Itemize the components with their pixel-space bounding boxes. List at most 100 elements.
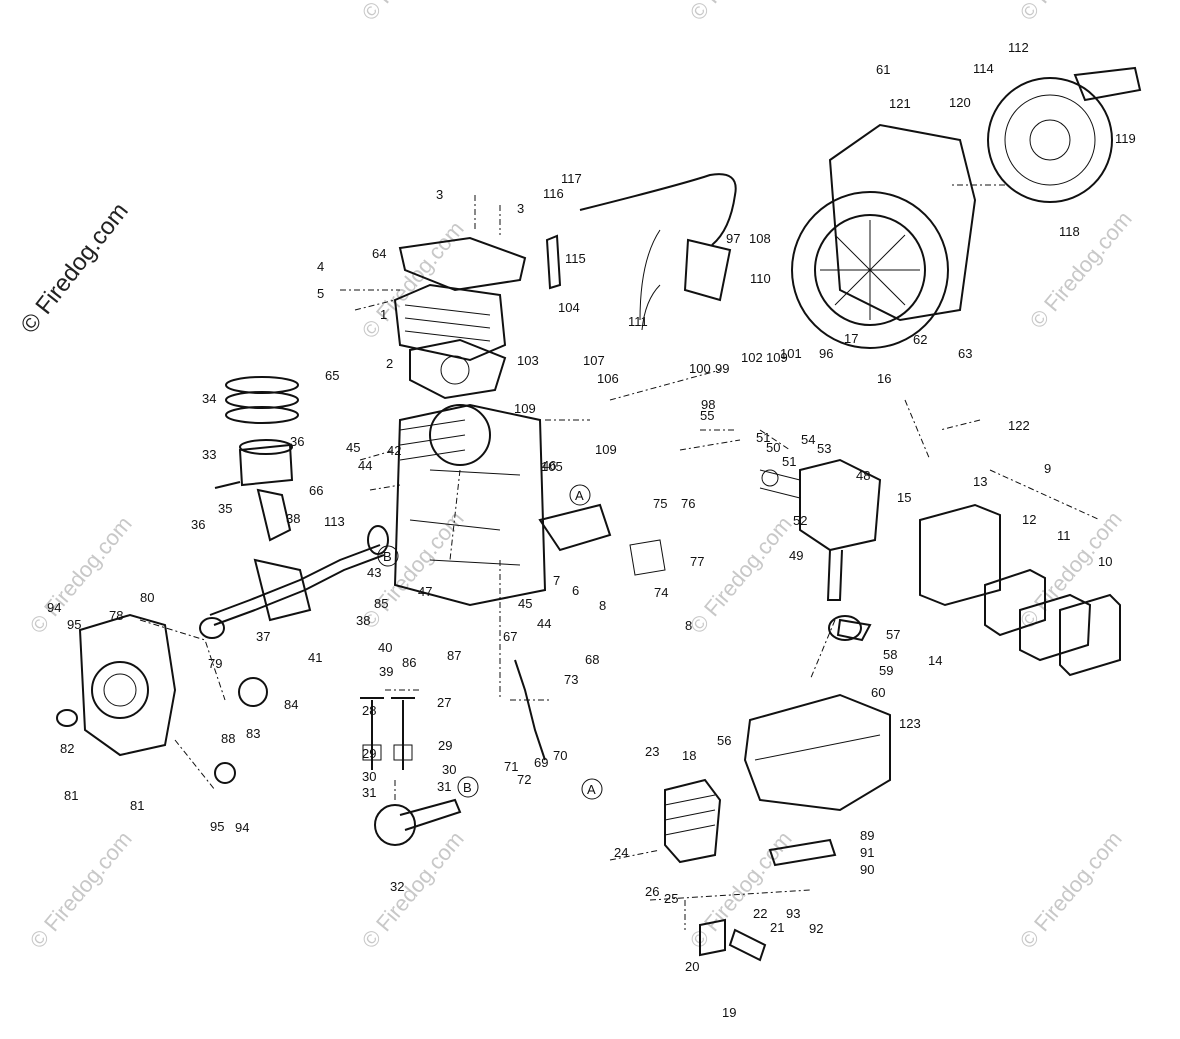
part-label: 69 <box>534 755 548 770</box>
part-label: 29 <box>438 738 452 753</box>
part-label: 108 <box>749 231 771 246</box>
part-label: 23 <box>645 744 659 759</box>
part-label: 65 <box>325 368 339 383</box>
watermark-tile: © Firedog.com <box>357 826 469 953</box>
part-label: 8 <box>685 618 692 633</box>
connecting-rod-shape <box>256 488 292 542</box>
part-label: 114 <box>973 61 994 76</box>
callout-a-2: A <box>581 778 603 800</box>
part-label: 80 <box>140 590 154 605</box>
callout-b-1: B <box>377 545 399 567</box>
part-label: 33 <box>202 447 216 462</box>
part-label: 42 <box>387 443 401 458</box>
part-label: 77 <box>690 554 704 569</box>
part-label: 105 <box>541 459 563 474</box>
part-label: 17 <box>844 331 858 346</box>
callout-b-label: B <box>463 780 472 795</box>
part-label: 39 <box>379 664 393 679</box>
recoil-starter-shape <box>987 77 1113 203</box>
part-label: 32 <box>390 879 404 894</box>
fan-housing-shape <box>828 123 977 322</box>
valve-shape <box>360 697 384 770</box>
part-label: 92 <box>809 921 823 936</box>
part-label: 120 <box>949 95 971 110</box>
watermark-tile: © Firedog.com <box>685 0 797 25</box>
part-label: 98 <box>701 397 715 412</box>
part-label: 35 <box>218 501 232 516</box>
part-label: 30 <box>362 769 376 784</box>
part-label: 36 <box>191 517 205 532</box>
part-label: 73 <box>564 672 578 687</box>
part-label: 91 <box>860 845 874 860</box>
part-label: 1 <box>380 307 387 322</box>
part-label: 70 <box>553 748 567 763</box>
part-label: 4 <box>317 259 324 274</box>
part-label: 26 <box>645 884 659 899</box>
part-label: 102 <box>741 350 763 365</box>
part-label: 5 <box>317 286 324 301</box>
part-label: 3 <box>517 201 524 216</box>
part-label: 47 <box>418 584 432 599</box>
part-label: 99 <box>715 361 729 376</box>
watermark-tile: © Firedog.com <box>1015 826 1127 953</box>
watermark-tile: © Firedog.com <box>1025 206 1137 333</box>
watermark-tile: © Firedog.com <box>357 216 469 343</box>
leader-lines <box>139 184 1101 930</box>
part-label: 55 <box>700 408 714 423</box>
part-label: 81 <box>130 798 144 813</box>
part-label: 100 <box>689 361 711 376</box>
part-label: 122 <box>1008 418 1030 433</box>
part-label: 90 <box>860 862 874 877</box>
crankcase-cover-shape <box>78 613 177 757</box>
governor-lever-shape <box>514 659 546 761</box>
part-label: 112 <box>1008 40 1029 55</box>
part-label: 46 <box>542 458 556 473</box>
part-label: 52 <box>793 513 807 528</box>
part-label: 57 <box>886 627 900 642</box>
part-label: 60 <box>871 685 885 700</box>
part-label: 30 <box>442 762 456 777</box>
part-label: 44 <box>537 616 551 631</box>
part-label: 10 <box>1098 554 1112 569</box>
part-label: 71 <box>504 759 518 774</box>
part-label: 50 <box>766 440 780 455</box>
part-label: 3 <box>436 187 443 202</box>
part-label: 89 <box>860 828 874 843</box>
part-label: 109 <box>595 442 617 457</box>
part-label: 88 <box>221 731 235 746</box>
part-label: 51 <box>782 454 796 469</box>
part-label: 119 <box>1115 131 1136 146</box>
part-label: 21 <box>770 920 784 935</box>
part-label: 79 <box>208 656 222 671</box>
part-label: 22 <box>753 906 767 921</box>
part-label: 34 <box>202 391 216 406</box>
part-label: 66 <box>309 483 323 498</box>
part-label: 109 <box>514 401 536 416</box>
part-label: 76 <box>681 496 695 511</box>
part-label: 58 <box>883 647 897 662</box>
part-label: 67 <box>503 629 517 644</box>
part-label: 110 <box>750 271 771 286</box>
part-label: 121 <box>889 96 911 111</box>
part-label: 7 <box>553 573 560 588</box>
part-label: 45 <box>346 440 360 455</box>
camshaft-gear-shape <box>374 804 416 846</box>
part-label: 56 <box>717 733 731 748</box>
part-label: 24 <box>614 845 628 860</box>
part-number-labels: 1 2 3 3 4 5 6 7 8 8 9 10 11 12 13 14 15 … <box>47 40 1136 1020</box>
part-label: 109 <box>766 350 788 365</box>
part-label: 61 <box>876 62 890 77</box>
part-label: 111 <box>628 314 648 329</box>
part-label: 12 <box>1022 512 1036 527</box>
head-cover-shape <box>398 236 527 292</box>
callout-b-2: B <box>457 776 479 798</box>
part-label: 104 <box>558 300 580 315</box>
cylinder-head-shape <box>393 283 507 362</box>
part-label: 36 <box>290 434 304 449</box>
part-label: 6 <box>572 583 579 598</box>
part-label: 64 <box>372 246 386 261</box>
part-label: 83 <box>246 726 260 741</box>
part-label: 31 <box>362 785 376 800</box>
part-label: 103 <box>517 353 539 368</box>
